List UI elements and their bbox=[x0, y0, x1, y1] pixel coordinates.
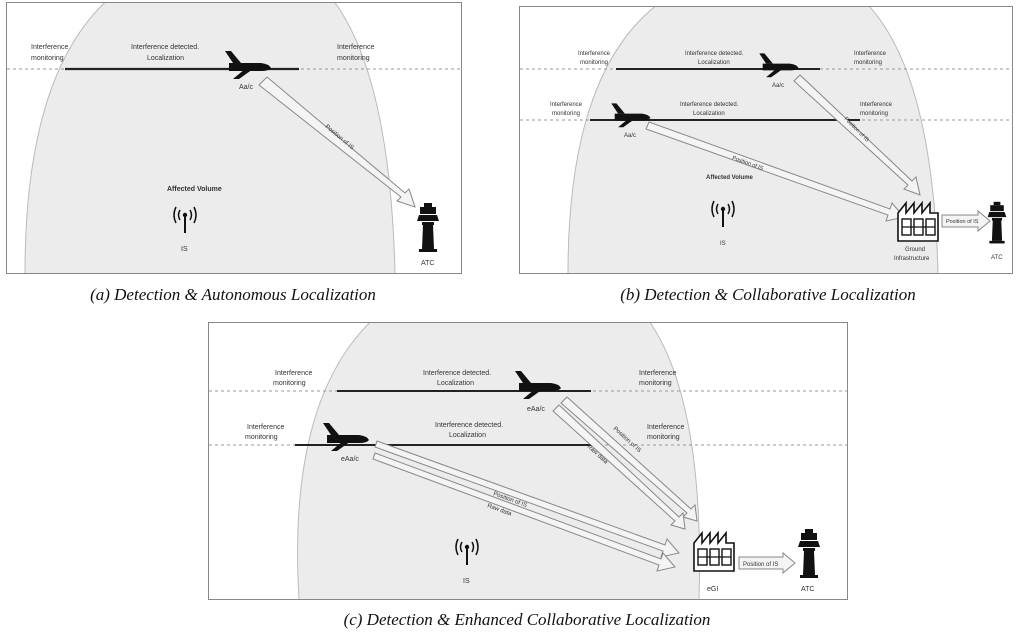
label: monitoring bbox=[552, 111, 580, 117]
label: Interference bbox=[578, 51, 611, 57]
label: monitoring bbox=[860, 111, 888, 117]
label: Interference bbox=[337, 44, 374, 51]
aircraft-label: Aa/c bbox=[624, 133, 636, 139]
label: Localization bbox=[449, 432, 486, 439]
caption-b: (b) Detection & Collaborative Localizati… bbox=[620, 285, 916, 304]
coverage-dome bbox=[24, 3, 396, 273]
aircraft-label: Aa/c bbox=[772, 83, 784, 89]
aircraft-label: eAa/c bbox=[527, 406, 545, 413]
label: Interference detected. bbox=[423, 370, 491, 377]
label: Interference detected. bbox=[680, 102, 739, 108]
label: Localization bbox=[698, 60, 730, 66]
caption-c: (c) Detection & Enhanced Collaborative L… bbox=[343, 610, 711, 629]
ground-label: Ground bbox=[905, 247, 925, 253]
label: Interference bbox=[647, 424, 684, 431]
label: Interference detected. bbox=[685, 51, 744, 57]
label: Localization bbox=[147, 55, 184, 62]
label: Interference bbox=[31, 44, 68, 51]
arrow-label: Position of IS bbox=[743, 562, 778, 568]
panel-b: Interference monitoring Interference det… bbox=[519, 6, 1013, 274]
label: Interference detected. bbox=[435, 422, 503, 429]
label: Localization bbox=[437, 380, 474, 387]
label: Interference bbox=[639, 370, 676, 377]
label: Interference bbox=[854, 51, 887, 57]
ground-label: Infrastructure bbox=[894, 256, 930, 262]
label: monitoring bbox=[245, 434, 278, 441]
panel-c: Interference monitoring Interference det… bbox=[208, 322, 848, 600]
atc-label: ATC bbox=[421, 260, 434, 267]
control-tower-icon bbox=[798, 529, 820, 578]
egi-label: eGI bbox=[707, 586, 718, 593]
atc-label: ATC bbox=[991, 255, 1003, 261]
caption-a: (a) Detection & Autonomous Localization bbox=[90, 285, 376, 304]
is-label: IS bbox=[463, 578, 470, 585]
is-label: IS bbox=[720, 241, 726, 247]
label: monitoring bbox=[31, 55, 64, 62]
label: monitoring bbox=[854, 60, 882, 66]
label: Interference bbox=[247, 424, 284, 431]
arrow-label: Position of IS bbox=[946, 219, 979, 225]
control-tower-icon bbox=[417, 203, 439, 252]
label: Interference detected. bbox=[131, 44, 199, 51]
label: Localization bbox=[693, 111, 725, 117]
volume-label: Affected Volume bbox=[167, 186, 222, 193]
volume-label: Affected Volume bbox=[706, 175, 754, 181]
control-tower-icon bbox=[987, 201, 1007, 244]
label: Interference bbox=[275, 370, 312, 377]
label: Interference bbox=[550, 102, 583, 108]
label: Interference bbox=[860, 102, 893, 108]
label: monitoring bbox=[337, 55, 370, 62]
label: monitoring bbox=[639, 380, 672, 387]
label: monitoring bbox=[273, 380, 306, 387]
aircraft-label: eAa/c bbox=[341, 456, 359, 463]
atc-label: ATC bbox=[801, 586, 814, 593]
aircraft-label: Aa/c bbox=[239, 84, 254, 91]
is-label: IS bbox=[181, 246, 188, 253]
label: monitoring bbox=[647, 434, 680, 441]
panel-a: Interference monitoring Interference det… bbox=[6, 2, 462, 274]
label: monitoring bbox=[580, 60, 608, 66]
factory-icon bbox=[693, 532, 735, 572]
coverage-dome bbox=[567, 7, 939, 273]
